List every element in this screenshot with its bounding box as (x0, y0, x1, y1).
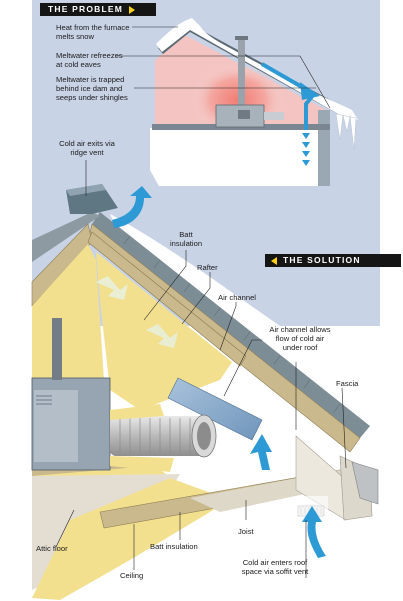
furnace-flue (52, 318, 62, 380)
duct-stub (264, 112, 284, 120)
solution-panel (31, 160, 380, 600)
problem-leaders (116, 26, 331, 109)
problem-panel (32, 0, 380, 222)
label-attic-floor: Attic floor (36, 544, 68, 553)
banner-arrow-icon (271, 256, 277, 265)
ridge-airflow-arrow (112, 186, 152, 228)
roof-snow (110, 214, 380, 420)
label-ceiling: Ceiling (120, 571, 144, 580)
faint-airflow-arrows (96, 276, 178, 348)
duct-opening-inner (197, 422, 211, 450)
meltwater-path (261, 62, 318, 130)
label-air-channel: Air channel (218, 293, 256, 302)
label-refreeze: Meltwater refreezes at cold eaves (56, 51, 123, 69)
inner-rafter (87, 231, 247, 367)
flue-cap (235, 36, 248, 40)
furnace-grille (36, 395, 52, 405)
meltwater-arrow (300, 82, 320, 100)
label-joist: Joist (238, 527, 254, 536)
problem-roof (158, 24, 345, 114)
furnace-front (34, 390, 78, 462)
roof-shingles (92, 212, 370, 438)
drip-arrows (302, 133, 310, 166)
furnace-panel (238, 110, 250, 119)
icicles (335, 113, 357, 151)
banner-arrow-icon (129, 5, 136, 14)
duct-wrap-insulation (110, 404, 174, 472)
air-channel (167, 377, 263, 441)
gutter-wall (318, 110, 330, 208)
solution-banner-text: THE SOLUTION (283, 255, 361, 265)
problem-banner-text: THE PROBLEM (48, 4, 124, 14)
label-ridge: Cold air exits via ridge vent (59, 139, 115, 157)
solution-leaders (55, 160, 347, 578)
label-air-channel-flow: Air channel allows flow of cold air unde… (269, 325, 331, 352)
label-rafter: Rafter (197, 263, 218, 272)
flexible-duct (110, 416, 206, 456)
left-batt (32, 244, 104, 390)
label-trapped: Meltwater is trapped behind ice dam and … (56, 75, 128, 102)
flue (238, 38, 245, 110)
label-soffit: Cold air enters roof space via soffit ve… (241, 558, 309, 576)
left-roof (32, 212, 100, 262)
label-batt-bottom: Batt insulation (150, 542, 198, 551)
eave-airflow-arrow (250, 434, 272, 470)
label-heat: Heat from the furnace melts snow (56, 23, 130, 41)
shingle-lines (123, 235, 341, 413)
label-fascia: Fascia (336, 379, 359, 388)
solution-banner: THE SOLUTION (265, 254, 401, 267)
soffit-airflow-arrow (302, 506, 326, 558)
gutter (351, 461, 379, 505)
problem-banner: THE PROBLEM (40, 3, 156, 16)
label-batt-top: Batt insulation (169, 230, 203, 248)
duct-ribs (119, 418, 191, 454)
